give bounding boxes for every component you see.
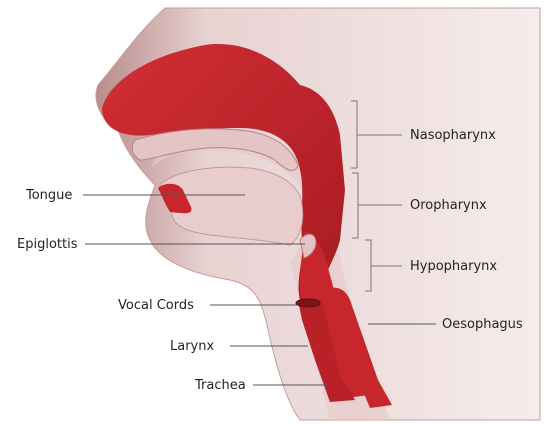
label-vocal-cords: Vocal Cords [118, 298, 194, 313]
label-hypopharynx: Hypopharynx [410, 259, 497, 274]
label-larynx: Larynx [170, 339, 214, 354]
label-oropharynx: Oropharynx [410, 198, 487, 213]
label-epiglottis: Epiglottis [17, 237, 78, 252]
vocal-cords-mark [296, 299, 320, 307]
label-nasopharynx: Nasopharynx [410, 128, 496, 143]
label-oesophagus: Oesophagus [442, 317, 523, 332]
label-trachea: Trachea [194, 378, 246, 393]
label-tongue: Tongue [25, 188, 72, 203]
